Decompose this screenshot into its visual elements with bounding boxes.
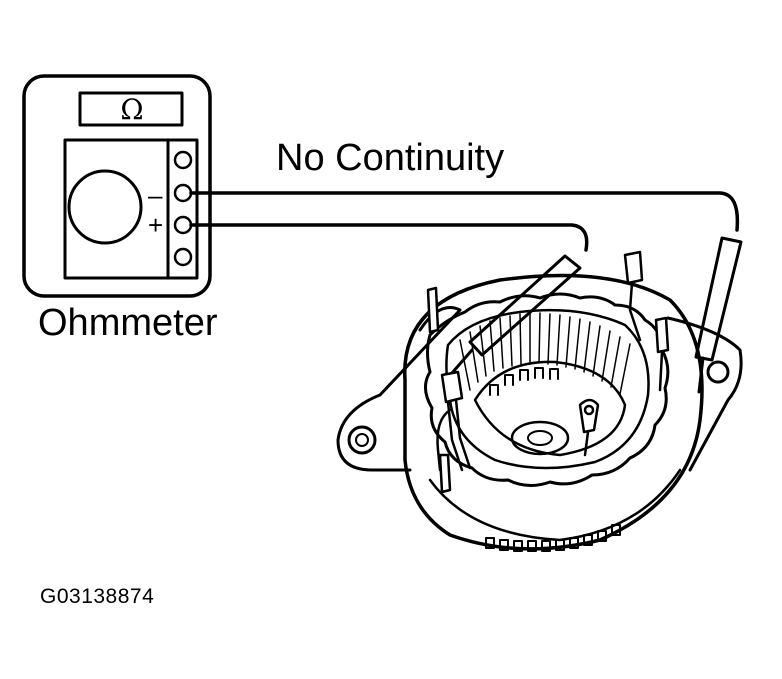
- ohmmeter-dial: [67, 169, 143, 245]
- test-lead-positive: [189, 223, 589, 375]
- mounting-hole-icon: [706, 360, 730, 384]
- instrument-label: Ohmmeter: [38, 302, 218, 344]
- ohmmeter-body: [22, 74, 212, 298]
- ohmmeter-display-symbol: Ω: [120, 93, 144, 126]
- negative-terminal-label: –: [148, 180, 163, 210]
- bore-teeth: [489, 367, 559, 396]
- stator-assembly: [336, 250, 743, 552]
- terminal-negative: [173, 183, 193, 203]
- stator-laminations: [459, 312, 631, 395]
- rotor-shaft: [510, 420, 570, 456]
- terminal-positive: [173, 215, 193, 235]
- mounting-hole-icon: [347, 425, 377, 455]
- stator-terminals: [426, 250, 670, 494]
- vent-slots: [485, 524, 621, 552]
- positive-terminal-label: +: [148, 210, 164, 240]
- test-result-label: No Continuity: [276, 137, 505, 179]
- figure-id: G03138874: [40, 585, 155, 608]
